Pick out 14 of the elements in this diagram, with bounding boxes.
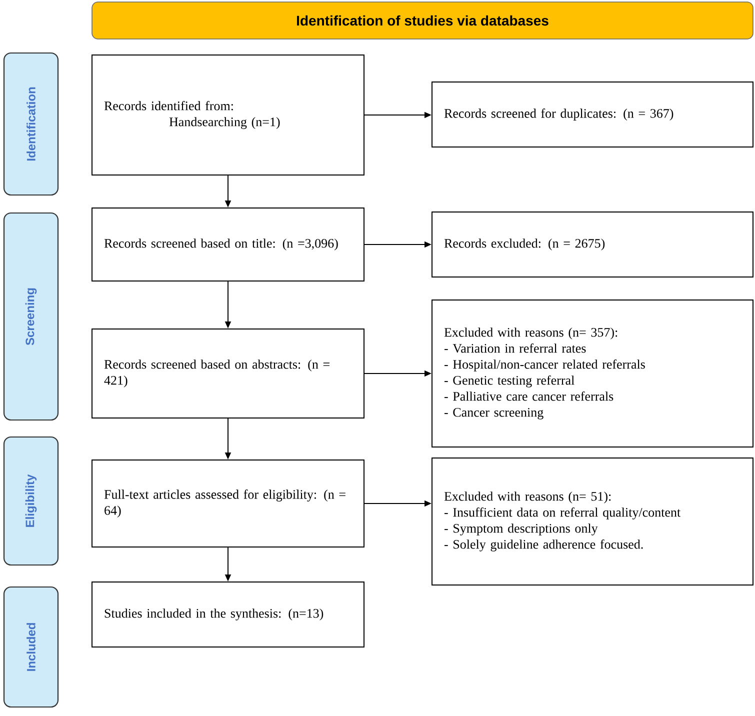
process-box: Excluded with reasons (n= 357): - Variation in referral rates - Hospital/non-cancer related referrals - Genetic testing referral - Palliative care cancer referrals - Cancer screening	[432, 300, 754, 448]
process-box: Studies included in the synthesis: (n=13)	[92, 582, 364, 648]
process-box: Full-text articles assessed for eligibility: (n = 64)	[92, 460, 364, 548]
process-box: Records identified from: Handsearching (n=1)	[92, 54, 364, 176]
stage-tab: Identification	[3, 52, 59, 196]
header-banner: Identification of studies via databases	[92, 2, 754, 40]
process-box: Records screened based on title: (n =3,096)	[92, 208, 364, 282]
stage-tab: Eligibility	[3, 436, 59, 566]
process-box: Records screened for duplicates: (n = 367)	[432, 82, 754, 148]
process-box: Records excluded: (n = 2675)	[432, 212, 754, 278]
process-box: Excluded with reasons (n= 51): - Insufficient data on referral quality/content - Symptom descriptions only - Solely guideline adherence focused.	[432, 458, 754, 586]
stage-tab: Screening	[3, 212, 59, 421]
process-box: Records screened based on abstracts: (n = 421)	[92, 328, 364, 418]
stage-tab: Included	[3, 586, 59, 708]
